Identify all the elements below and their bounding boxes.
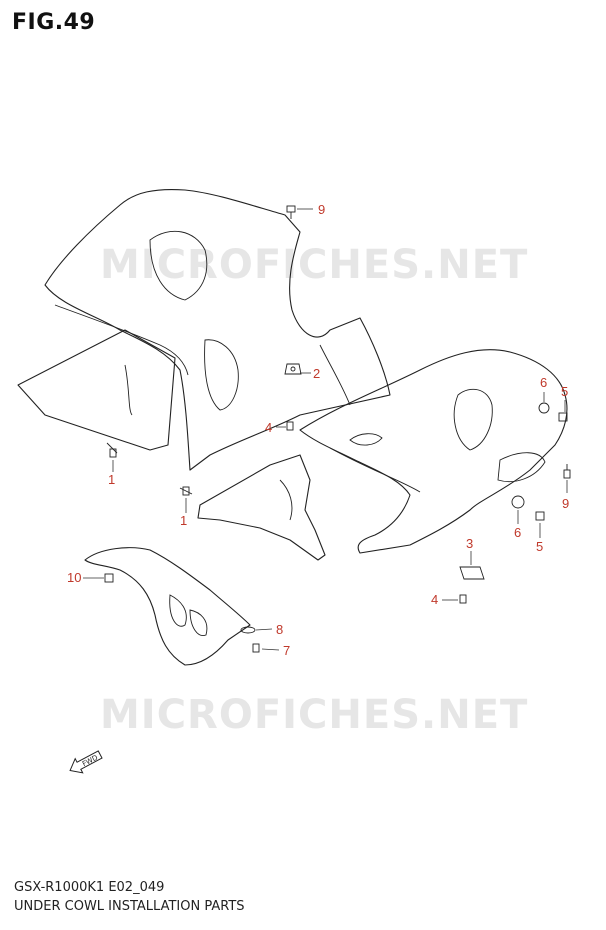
- watermark-top: MICROFICHES.NET: [100, 242, 528, 288]
- callout-9: 9: [562, 496, 569, 511]
- grommet-6-bottom: [511, 495, 525, 509]
- callout-9: 9: [318, 202, 325, 217]
- under-cowl-front: [84, 547, 251, 666]
- callout-1: 1: [108, 472, 115, 487]
- figure-caption: UNDER COWL INSTALLATION PARTS: [14, 899, 245, 914]
- bolt-7: [252, 643, 260, 653]
- screw-1-mid: [179, 486, 193, 496]
- fwd-arrow-icon: FWD: [69, 750, 103, 774]
- callout-8: 8: [276, 622, 283, 637]
- leader-lines: [83, 208, 568, 651]
- callout-5: 5: [561, 384, 568, 399]
- callout-2: 2: [313, 366, 320, 381]
- watermark-bottom: MICROFICHES.NET: [100, 692, 528, 738]
- callout-6: 6: [514, 525, 521, 540]
- bolt-4-right: [459, 594, 467, 604]
- callout-labels: 9 2 4 1 1 6 5 9 6 5 3 4 10 8 7: [67, 202, 569, 658]
- callout-3: 3: [466, 536, 473, 551]
- washer-8: [240, 626, 256, 634]
- screw-9-top: [286, 205, 296, 219]
- callout-6: 6: [540, 375, 547, 390]
- side-cowl-left: [44, 189, 391, 471]
- bracket-2: [284, 363, 302, 375]
- grommet-6-top: [538, 402, 550, 414]
- callout-4: 4: [265, 420, 272, 435]
- side-cowl-right: [299, 349, 568, 554]
- under-cowl-lower-left: [197, 454, 326, 561]
- nut-10: [104, 573, 114, 583]
- bolt-4-left: [286, 421, 294, 431]
- bracket-3: [459, 566, 485, 580]
- callout-7: 7: [283, 643, 290, 658]
- screw-5-bottom: [535, 511, 545, 521]
- screw-9-right: [563, 464, 571, 479]
- callout-10: 10: [67, 570, 81, 585]
- screw-1-left: [106, 442, 118, 458]
- fwd-label: FWD: [81, 754, 99, 769]
- callout-5: 5: [536, 539, 543, 554]
- fasteners: [104, 205, 571, 653]
- figure-title: FIG.49: [12, 10, 96, 35]
- model-code: GSX-R1000K1 E02_049: [14, 880, 165, 895]
- inner-panel-left: [17, 329, 176, 451]
- callout-1: 1: [180, 513, 187, 528]
- callout-4: 4: [431, 592, 438, 607]
- screw-5-top: [558, 412, 568, 422]
